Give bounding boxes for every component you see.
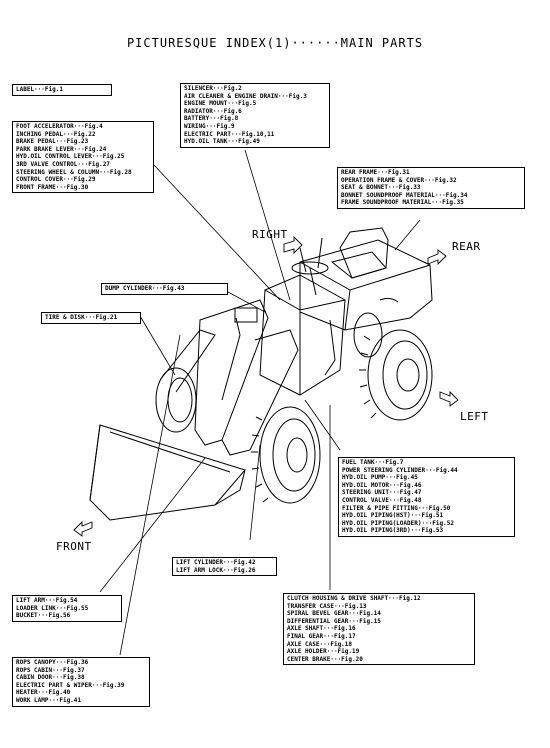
callout-line: FILTER & PIPE FITTING···Fig.50 [342,504,451,512]
callout-line: AXLE SHAFT···Fig.16 [287,625,356,633]
callout-line: 3RD VALVE CONTROL···Fig.27 [16,160,110,168]
callout-line: BONNET SOUNDPROOF MATERIAL···Fig.34 [341,191,468,199]
callout-line: SILENCER···Fig.2 [184,85,242,92]
foot-accelerator-callout: FOOT ACCELERATOR···Fig.4 INCHING PEDAL··… [12,121,154,194]
left-arrow-icon [439,390,459,407]
callout-line: INCHING PEDAL···Fig.22 [16,130,96,138]
arrow-icons [73,235,459,537]
right-arrow-icon [283,235,303,255]
callout-line: BATTERY···Fig.8 [184,115,239,123]
callout-line: LIFT ARM LOCK···Fig.26 [176,566,256,574]
callout-line: AXLE CASE···Fig.18 [287,640,353,648]
callout-line: FUEL TANK···Fig.7 [342,459,404,466]
callout-line: OPERATION FRAME & COVER···Fig.32 [341,176,457,184]
callout-line: LOADER LINK···Fig.55 [16,604,89,612]
rear-arrow-icon [427,249,447,266]
rear-frame-callout: REAR FRAME···Fig.31 OPERATION FRAME & CO… [337,167,525,209]
callout-line: HYD.OIL TANK···Fig.49 [184,138,260,146]
callout-line: SPIRAL BEVEL GEAR···Fig.14 [287,610,381,618]
callout-line: HEATER···Fig.40 [16,689,71,697]
callout-line: CENTER BRAKE···Fig.20 [287,655,363,663]
callout-line: FOOT ACCELERATOR···Fig.4 [16,123,103,130]
callout-line: HYD.OIL MOTOR···Fig.46 [342,481,422,489]
bucket [89,424,246,521]
callout-line: CONTROL VALVE···Fig.48 [342,496,422,504]
lift-arm [159,299,299,456]
callout-line: RADIATOR···Fig.6 [184,107,242,115]
clutch-housing-callout: CLUTCH HOUSING & DRIVE SHAFT···Fig.12 TR… [283,593,475,666]
callout-line: AIR CLEANER & ENGINE DRAIN···Fig.3 [184,92,307,100]
dump-cylinder-callout: DUMP CYLINDER···Fig.43 [101,283,228,295]
callout-line: CABIN DOOR···Fig.38 [16,674,85,682]
callout-line: ELECTRIC PART···Fig.10,11 [184,130,275,138]
direction-right: RIGHT [252,228,288,241]
label-callout: LABEL···Fig.1 [12,84,112,96]
callout-line: HYD.OIL PIPING(HST)···Fig.51 [342,512,444,520]
rops-callout: ROPS CANOPY···Fig.36 ROPS CABIN···Fig.37… [12,657,150,707]
callout-line: POWER STEERING CYLINDER···Fig.44 [342,466,458,474]
callout-line: FRAME SOUNDPROOF MATERIAL···Fig.35 [341,199,464,207]
callout-line: HYD.OIL PUMP···Fig.45 [342,474,418,482]
callout-line: ELECTRIC PART & WIPER···Fig.39 [16,681,125,689]
front-arrow-icon [73,520,93,537]
callout-line: HYD.OIL PIPING(3RD)···Fig.53 [342,527,444,535]
silencer-callout: SILENCER···Fig.2 AIR CLEANER & ENGINE DR… [180,83,330,148]
callout-line: CLUTCH HOUSING & DRIVE SHAFT···Fig.12 [287,595,421,602]
direction-left: LEFT [460,410,489,423]
callout-line: STEERING WHEEL & COLUMN···Fig.28 [16,168,132,176]
leader-lines [99,149,421,656]
callout-line: LABEL···Fig.1 [16,86,63,93]
callout-line: LIFT ARM···Fig.54 [16,597,78,604]
seat [330,227,389,279]
direction-rear: REAR [452,240,481,253]
callout-line: HYD.OIL CONTROL LEVER···Fig.25 [16,153,125,161]
callout-line: TIRE & DISK···Fig.21 [45,314,118,321]
callout-line: ROPS CABIN···Fig.37 [16,666,85,674]
callout-line: ENGINE MOUNT···Fig.5 [184,100,257,108]
callout-line: HYD.OIL PIPING(LOADER)···Fig.52 [342,519,454,527]
callout-line: PARK BRAKE LEVER···Fig.24 [16,145,107,153]
callout-line: WIRING···Fig.9 [184,122,235,130]
page-title: PICTURESQUE INDEX(1)······MAIN PARTS [126,36,424,50]
callout-line: FRONT FRAME···Fig.30 [16,183,89,191]
lift-cylinder-callout: LIFT CYLINDER···Fig.42 LIFT ARM LOCK···F… [172,557,277,577]
callout-line: DIFFERENTIAL GEAR···Fig.15 [287,617,381,625]
fuel-tank-callout: FUEL TANK···Fig.7 POWER STEERING CYLINDE… [338,457,515,537]
callout-line: DUMP CYLINDER···Fig.43 [105,285,185,292]
callout-line: LIFT CYLINDER···Fig.42 [176,559,256,566]
direction-front: FRONT [56,540,92,553]
rear-body [299,239,433,331]
callout-line: REAR FRAME···Fig.31 [341,169,410,176]
rear-wheel-left [353,312,383,358]
callout-line: CONTROL COVER···Fig.29 [16,176,96,184]
front-wheel [251,406,321,504]
callout-line: BUCKET···Fig.56 [16,612,71,620]
callout-line: BRAKE PEDAL···Fig.23 [16,138,89,146]
callout-line: AXLE HOLDER···Fig.19 [287,648,360,656]
callout-line: SEAT & BONNET···Fig.33 [341,184,421,192]
steering [291,237,329,296]
callout-line: FINAL GEAR···Fig.17 [287,632,356,640]
callout-line: ROPS CANOPY···Fig.36 [16,659,89,666]
callout-line: STEERING UNIT···Fig.47 [342,489,422,497]
lift-arm-callout: LIFT ARM···Fig.54 LOADER LINK···Fig.55 B… [12,595,122,622]
rear-wheel [359,329,433,421]
center-frame [259,274,346,396]
tire-disk-callout: TIRE & DISK···Fig.21 [41,312,141,324]
callout-line: WORK LAMP···Fig.41 [16,696,82,704]
callout-line: TRANSFER CASE···Fig.13 [287,602,367,610]
